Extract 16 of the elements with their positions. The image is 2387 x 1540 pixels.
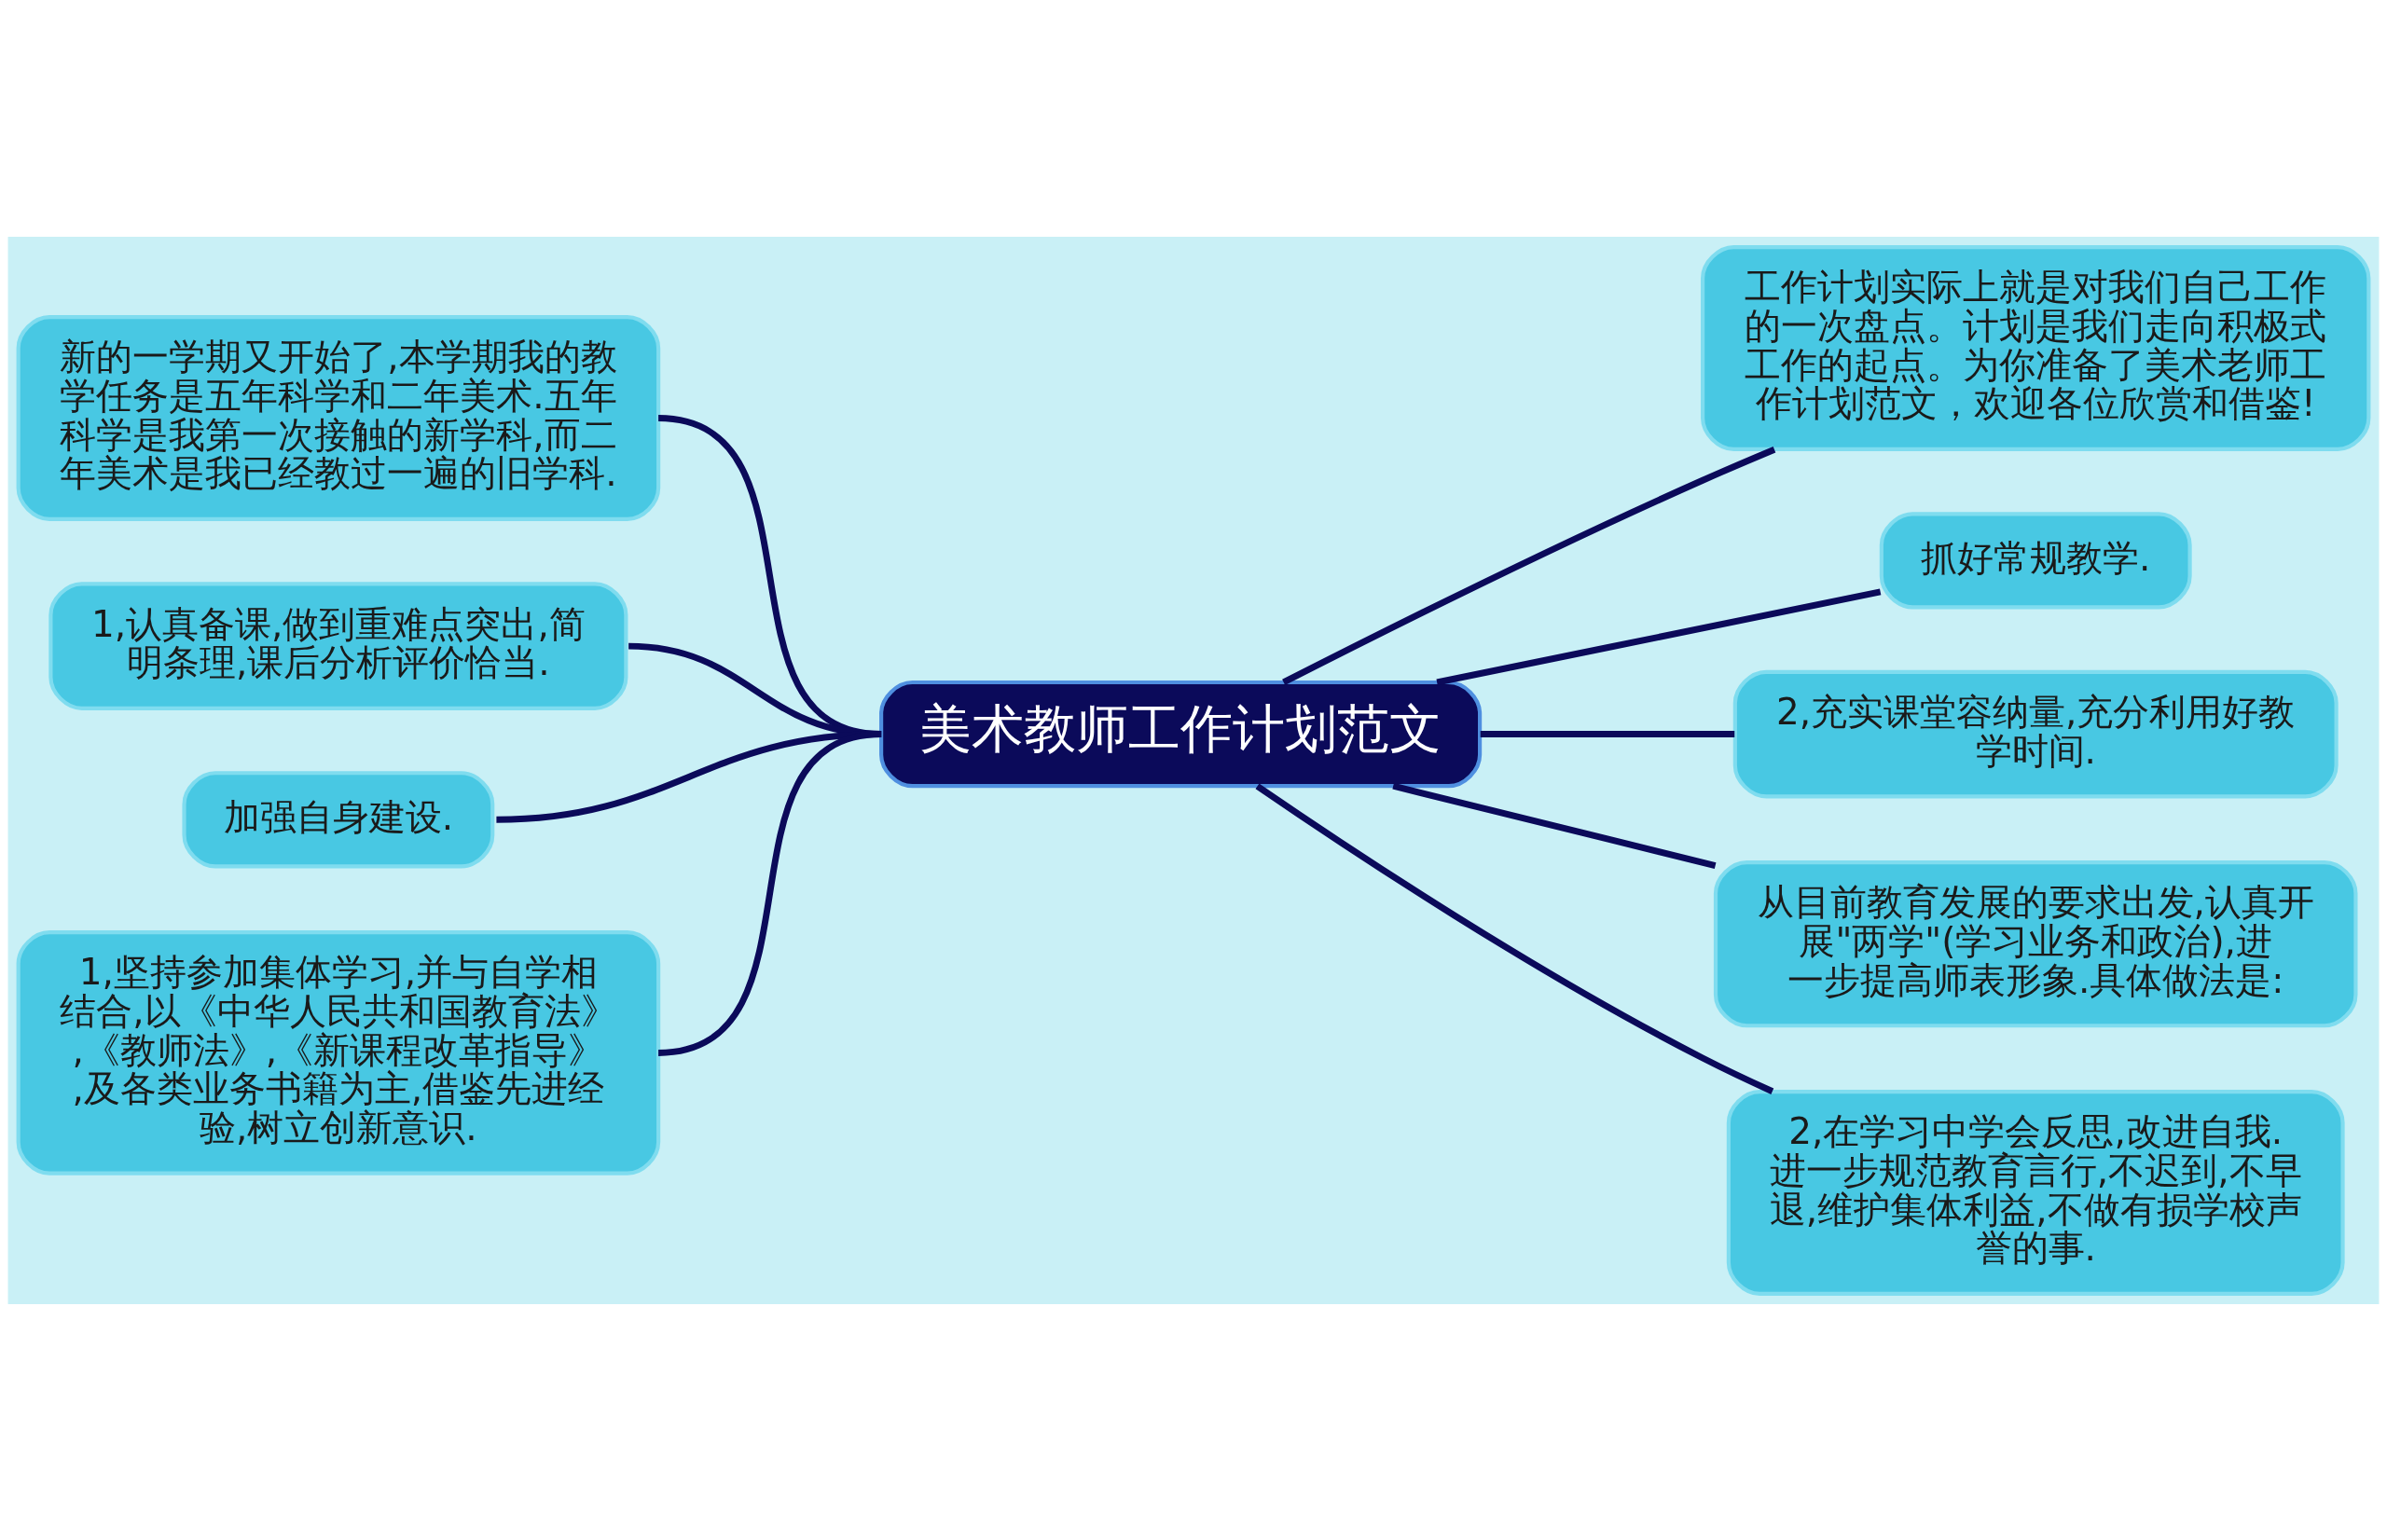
node-box: 新的一学期又开始了,本学期我的教学任务是五年科学和二年美术.五年科学是我第一次接触的新学科,而二年美术是我已经教过一遍的旧学科. xyxy=(16,314,661,521)
connector xyxy=(657,730,882,1056)
node-box: 抓好常规教学. xyxy=(1879,511,2192,609)
node-box: 2,在学习中学会反思,改进自我.进一步规范教育言行,不迟到,不早退,维护集体利益,不做有损学校声誉的事. xyxy=(1726,1089,2345,1296)
node-box: 工作计划实际上就是对我们自己工作的一次盘点。计划是我们走向积极式工作的起点。为你准备了美术老师工作计划范文，欢迎各位欣赏和借鉴! xyxy=(1701,244,2371,451)
connector xyxy=(1436,587,1882,685)
connector xyxy=(1255,782,1774,1094)
node-box: 2,充实课堂容纳量,充分利用好教学时间. xyxy=(1732,669,2339,798)
node-box: 1,认真备课,做到重难点突出,简明条理,课后分析评价恰当. xyxy=(48,581,628,710)
node-box: 1,坚持参加集体学习,并与自学相结合,以《中华人民共和国教育法》,《教师法》,《新课程改革指导》,及各类业务书籍为主,借鉴先进经验,树立创新意识. xyxy=(16,929,661,1176)
connector xyxy=(1282,446,1776,685)
connector xyxy=(1480,730,1735,737)
node-box: 美术教师工作计划范文 xyxy=(879,680,1483,788)
node-box: 从目前教育发展的要求出发,认真开展"两学"(学习业务和政治),进一步提高师表形象.具体做法是: xyxy=(1713,859,2358,1027)
node-box: 加强自身建设. xyxy=(182,770,495,868)
connector xyxy=(1392,782,1717,869)
